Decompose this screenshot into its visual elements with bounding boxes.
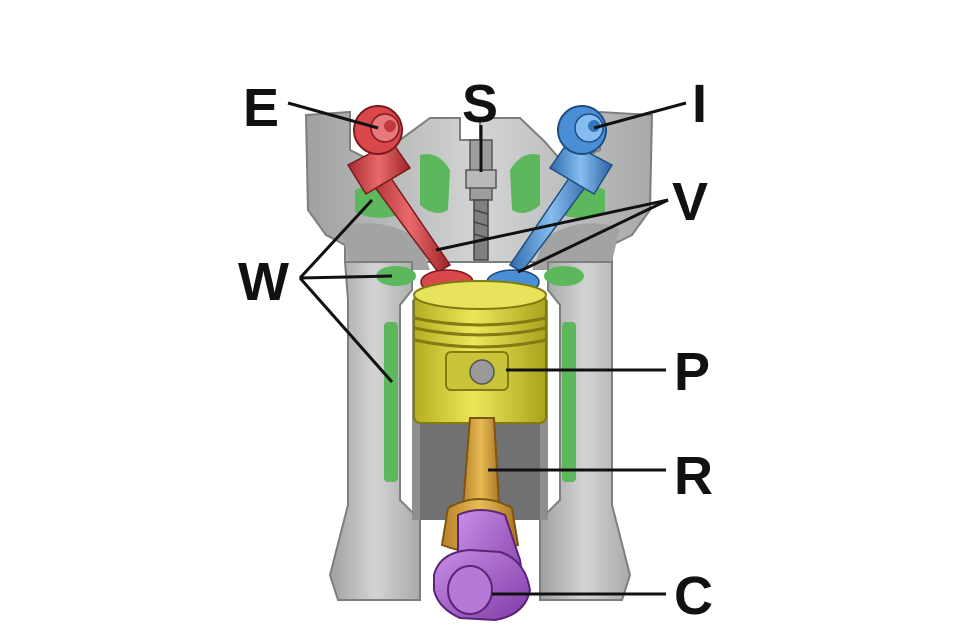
- leader-line-e: [287, 101, 379, 130]
- label-connecting-rod: R: [674, 446, 713, 506]
- label-exhaust: E: [243, 78, 279, 138]
- labels: E S I V W P R C: [238, 74, 713, 626]
- label-valves: V: [672, 172, 708, 232]
- label-crankshaft: C: [674, 566, 713, 626]
- leader-line-w1: [298, 198, 374, 280]
- piston: [413, 280, 547, 424]
- label-water-jacket: W: [238, 252, 289, 312]
- leader-lines: [287, 101, 687, 596]
- intake-camshaft: [557, 105, 607, 155]
- label-piston: P: [674, 342, 710, 402]
- leader-line-w2: [299, 274, 393, 280]
- label-spark-plug: S: [462, 74, 498, 134]
- leader-line-v1: [435, 198, 669, 252]
- leader-line-v2: [517, 198, 669, 274]
- leader-line-w3: [298, 277, 394, 383]
- leader-line-i: [593, 101, 687, 130]
- crankshaft: [433, 509, 532, 622]
- label-intake: I: [692, 74, 707, 134]
- exhaust-camshaft: [353, 105, 403, 155]
